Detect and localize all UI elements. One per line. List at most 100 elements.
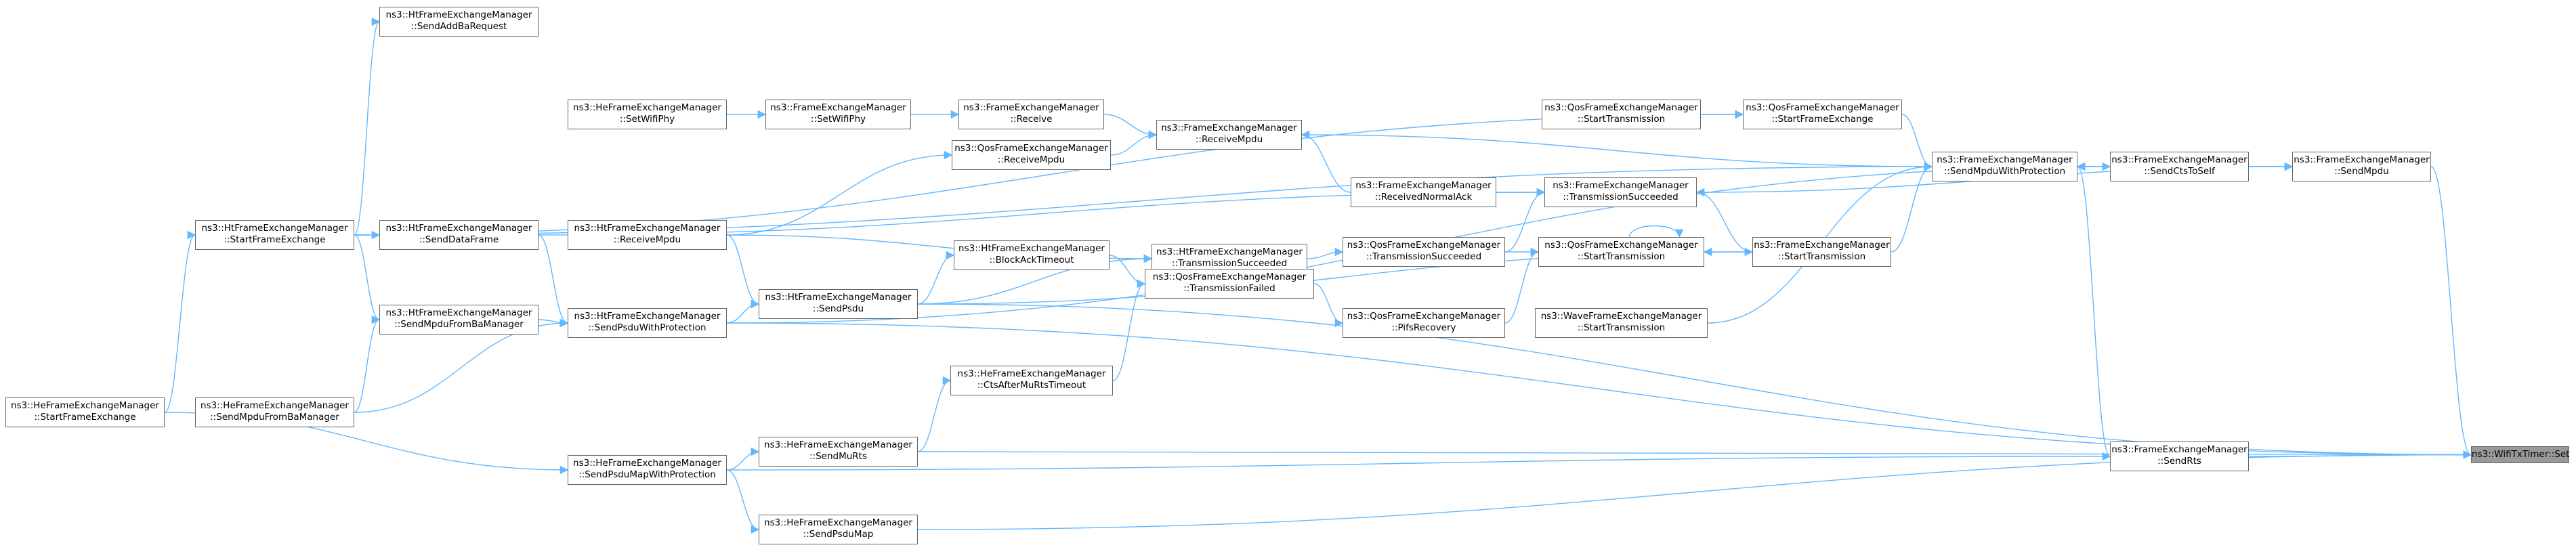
node-fe-sendmpduwithprotection[interactable]: ns3::FrameExchangeManager ::SendMpduWith… (1932, 152, 2077, 181)
call-edge (726, 150, 953, 236)
call-edge (726, 452, 2111, 471)
node-label-line1: ns3::QosFrameExchangeManager (1347, 240, 1501, 251)
node-qos-starttransmission-b[interactable]: ns3::QosFrameExchangeManager ::StartTran… (1542, 100, 1701, 129)
call-edge (1307, 247, 1344, 259)
node-label-line2: ::TransmissionFailed (1183, 283, 1275, 294)
node-label-line2: ::SetWifiPhy (619, 114, 675, 125)
node-label-line2: ::ReceivedNormalAck (1374, 192, 1473, 202)
node-wave-starttransmission[interactable]: ns3::WaveFrameExchangeManager ::StartTra… (1535, 308, 1708, 338)
node-ht-sendpsduwithprotection[interactable]: ns3::HtFrameExchangeManager ::SendPsduWi… (568, 308, 727, 338)
node-label-line1: ns3::FrameExchangeManager (1754, 240, 1890, 251)
call-edge (1112, 279, 1146, 381)
node-label-line1: ns3::FrameExchangeManager (1553, 180, 1689, 191)
node-he-sendpsdumapwithprotection[interactable]: ns3::HeFrameExchangeManager ::SendPsduMa… (568, 455, 727, 485)
node-label-line2: ::TransmissionSucceeded (1366, 251, 1482, 262)
call-edge (1301, 130, 1351, 193)
node-label-line1: ns3::HtFrameExchangeManager (385, 307, 532, 318)
node-fe-receivednormalack[interactable]: ns3::FrameExchangeManager ::ReceivedNorm… (1351, 177, 1496, 207)
node-fe-transmissionsucceeded[interactable]: ns3::FrameExchangeManager ::Transmission… (1544, 177, 1697, 207)
node-label-line2: ::SendMpdu (2334, 166, 2389, 177)
node-label-line1: ns3::QosFrameExchangeManager (1746, 102, 1899, 113)
node-label-line2: ::ReceiveMpdu (613, 234, 681, 245)
node-fe-sendrts[interactable]: ns3::FrameExchangeManager ::SendRts (2110, 441, 2249, 471)
node-qos-pifsrecovery[interactable]: ns3::QosFrameExchangeManager ::PifsRecov… (1343, 308, 1505, 338)
node-label-line1: ns3::FrameExchangeManager (1355, 180, 1492, 191)
call-edge (726, 469, 760, 534)
call-edge (1695, 188, 1753, 253)
node-fe-sendctstoself[interactable]: ns3::FrameExchangeManager ::SendCtsToSel… (2110, 152, 2249, 181)
call-edge (1891, 162, 1933, 253)
node-qos-starttransmission-a[interactable]: ns3::QosFrameExchangeManager ::StartTran… (1538, 237, 1704, 267)
call-edge (726, 447, 760, 471)
node-label-line1: ns3::HtFrameExchangeManager (385, 9, 532, 20)
node-ht-blockacktimeout[interactable]: ns3::HtFrameExchangeManager ::BlockAckTi… (954, 240, 1110, 270)
node-label-line2: ::SendDataFrame (419, 234, 499, 245)
node-label-line1: ns3::WaveFrameExchangeManager (1540, 311, 1702, 322)
node-label-line2: ::SendCtsToSelf (2144, 166, 2215, 177)
node-label-line2: ::SendMpduWithProtection (1943, 166, 2066, 177)
node-fe-setwifiphy[interactable]: ns3::FrameExchangeManager ::SetWifiPhy (765, 100, 911, 129)
call-edge (917, 376, 952, 452)
node-label-line2: ::StartFrameExchange (224, 234, 326, 245)
node-fe-receive[interactable]: ns3::FrameExchangeManager ::Receive (958, 100, 1104, 129)
call-edge (354, 318, 569, 413)
node-label-line2: ::SendPsduMapWithProtection (578, 469, 716, 480)
node-ht-sendaddbarequest[interactable]: ns3::HtFrameExchangeManager ::SendAddBaR… (379, 7, 539, 37)
node-label-line1: ns3::HeFrameExchangeManager (573, 458, 721, 469)
node-label-line2: ::SendAddBaRequest (410, 21, 507, 32)
node-label-line1: ns3::QosFrameExchangeManager (1544, 240, 1698, 251)
node-wifitxtimer-set[interactable]: ns3::WifiTxTimer::Set (2471, 446, 2569, 463)
node-ht-receivempdu[interactable]: ns3::HtFrameExchangeManager ::ReceiveMpd… (568, 220, 727, 250)
call-edge (354, 315, 381, 413)
node-he-sendmurts[interactable]: ns3::HeFrameExchangeManager ::SendMuRts (759, 437, 918, 467)
node-label-line2: ::StartTransmission (1777, 251, 1866, 262)
node-label-line1: ns3::FrameExchangeManager (2294, 154, 2430, 165)
call-edge (726, 299, 760, 324)
node-label-line1: ns3::FrameExchangeManager (2111, 444, 2247, 455)
call-edge (917, 251, 955, 305)
call-edge (1110, 130, 1158, 156)
node-fe-sendmpdu[interactable]: ns3::FrameExchangeManager ::SendMpdu (2292, 152, 2431, 181)
node-he-setwifiphy[interactable]: ns3::HeFrameExchangeManager ::SetWifiPhy (568, 100, 727, 129)
node-qos-transmissionsucceeded[interactable]: ns3::QosFrameExchangeManager ::Transmiss… (1343, 237, 1505, 267)
node-label-line2: ::SendMuRts (809, 451, 867, 462)
node-label-line2: ::BlockAckTimeout (989, 255, 1074, 265)
node-ht-transmissionsucceeded[interactable]: ns3::HtFrameExchangeManager ::Transmissi… (1152, 244, 1307, 274)
node-label-line2: ::CtsAfterMuRtsTimeout (977, 380, 1086, 391)
node-qos-transmissionfailed[interactable]: ns3::QosFrameExchangeManager ::Transmiss… (1145, 269, 1314, 299)
call-edge (726, 234, 760, 309)
node-qos-receivempdu[interactable]: ns3::QosFrameExchangeManager ::ReceiveMp… (952, 140, 1111, 170)
node-label-line1: ns3::HeFrameExchangeManager (957, 368, 1106, 379)
node-he-ctsaftermurtstimeout[interactable]: ns3::HeFrameExchangeManager ::CtsAfterMu… (950, 366, 1113, 395)
node-qos-startframeexchange[interactable]: ns3::QosFrameExchangeManager ::StartFram… (1743, 100, 1902, 129)
call-edge (354, 234, 381, 324)
node-label-line1: ns3::HtFrameExchangeManager (385, 223, 532, 234)
node-label-line1: ns3::FrameExchangeManager (963, 102, 1099, 113)
node-label-line2: ::SendMpduFromBaManager (394, 319, 524, 330)
call-edge (2430, 166, 2472, 459)
node-label-line2: ::StartTransmission (1577, 251, 1666, 262)
node-ht-startframeexchange[interactable]: ns3::HtFrameExchangeManager ::StartFrame… (195, 220, 354, 250)
call-edge (1504, 247, 1540, 324)
node-he-startframeexchange[interactable]: ns3::HeFrameExchangeManager ::StartFrame… (5, 397, 165, 427)
node-ht-sendmpdufrombamanager[interactable]: ns3::HtFrameExchangeManager ::SendMpduFr… (379, 305, 539, 335)
node-label-line1: ns3::FrameExchangeManager (1937, 154, 2073, 165)
node-label-line1: ns3::QosFrameExchangeManager (1347, 311, 1501, 322)
node-fe-receivempdu[interactable]: ns3::FrameExchangeManager ::ReceiveMpdu (1156, 120, 1302, 150)
node-label-line2: ::SetWifiPhy (810, 114, 866, 125)
call-edge (1103, 114, 1158, 139)
node-he-sendmpdufrombamanager[interactable]: ns3::HeFrameExchangeManager ::SendMpduFr… (195, 397, 354, 427)
call-edge (1901, 114, 1933, 171)
node-ht-sendpsdu[interactable]: ns3::HtFrameExchangeManager ::SendPsdu (759, 289, 918, 319)
node-fe-starttransmission[interactable]: ns3::FrameExchangeManager ::StartTransmi… (1752, 237, 1891, 267)
call-edge (917, 254, 1153, 305)
node-he-sendpsdumap[interactable]: ns3::HeFrameExchangeManager ::SendPsduMa… (759, 515, 918, 544)
node-label-line1: ns3::HtFrameExchangeManager (1156, 246, 1303, 257)
node-label-line1: ns3::HeFrameExchangeManager (11, 400, 159, 411)
node-label-line1: ns3::HeFrameExchangeManager (200, 400, 349, 411)
node-label-line1: ns3::HeFrameExchangeManager (764, 517, 912, 528)
node-label-line1: ns3::HtFrameExchangeManager (574, 311, 721, 322)
node-label-line2: ::StartFrameExchange (34, 412, 136, 423)
node-label-line2: ::SendPsduWithProtection (588, 322, 706, 333)
node-ht-senddataframe[interactable]: ns3::HtFrameExchangeManager ::SendDataFr… (379, 220, 539, 250)
